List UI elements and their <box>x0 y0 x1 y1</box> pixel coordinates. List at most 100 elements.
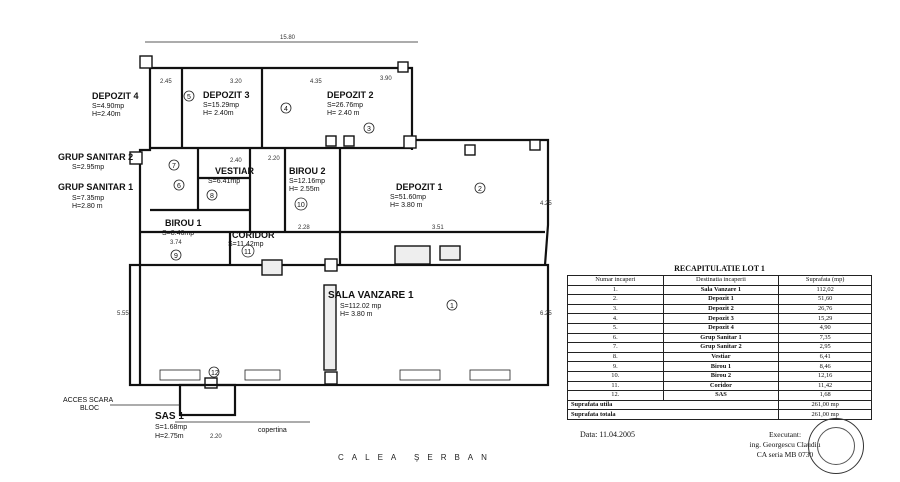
executant-title: Executant: <box>768 430 802 439</box>
svg-text:1: 1 <box>450 303 454 310</box>
row-area: 2,95 <box>778 342 872 353</box>
row-number: 12. <box>567 390 664 401</box>
street-label: CALEA ŞERBAN <box>338 453 495 462</box>
row-number: 2. <box>567 294 664 305</box>
executant-block: Executant: ing. Georgescu Claudiu CA ser… <box>700 430 870 460</box>
copertina-label: copertina <box>258 427 287 434</box>
row-number: 9. <box>567 361 664 372</box>
svg-text:S=2.95mp: S=2.95mp <box>72 164 104 171</box>
row-area: 11,42 <box>778 380 872 392</box>
row-area: 112,02 <box>778 284 872 296</box>
svg-text:S=112.02 mp: S=112.02 mp <box>340 303 381 310</box>
svg-text:BLOC: BLOC <box>80 405 99 412</box>
row-destination: Depozit 1 <box>662 294 780 305</box>
total-value: 261,00 mp <box>778 409 872 420</box>
svg-text:3.51: 3.51 <box>432 225 444 231</box>
executant-name: ing. Georgescu Claudiu <box>749 440 821 449</box>
room-label-grup-sanitar-2: GRUP SANITAR 2 <box>58 152 133 162</box>
svg-text:10: 10 <box>297 202 305 209</box>
room-label-depozit-4: DEPOZIT 4 <box>92 91 139 101</box>
svg-text:5: 5 <box>187 94 191 101</box>
svg-text:12: 12 <box>211 370 219 377</box>
svg-text:H= 3.80 m: H= 3.80 m <box>340 311 373 318</box>
room-label-depozit-3: DEPOZIT 3 <box>203 90 250 100</box>
svg-text:2.45: 2.45 <box>160 79 172 85</box>
svg-text:S=1.68mp: S=1.68mp <box>155 424 187 431</box>
svg-text:S=26.76mp: S=26.76mp <box>327 102 363 109</box>
room-label-birou-2: BIROU 2 <box>289 166 326 176</box>
svg-text:S=7.35mp: S=7.35mp <box>72 195 104 202</box>
total-label: Suprafata totala <box>566 409 780 420</box>
row-destination: Sala Vanzare 1 <box>662 284 780 296</box>
dim-top: 15.80 <box>280 35 296 41</box>
svg-text:2.20: 2.20 <box>210 434 222 440</box>
sas-outline <box>178 383 237 417</box>
row-number: 10. <box>567 370 664 382</box>
svg-text:3.90: 3.90 <box>380 76 392 82</box>
svg-text:4.35: 4.35 <box>310 79 322 85</box>
row-number: 5. <box>567 322 664 334</box>
row-area: 51,60 <box>778 294 872 305</box>
row-area: 15,29 <box>778 313 872 324</box>
svg-text:S=12.16mp: S=12.16mp <box>289 178 325 185</box>
stamp-seal <box>808 418 864 474</box>
svg-text:4: 4 <box>284 106 288 113</box>
row-destination: Vestiar <box>662 351 780 363</box>
recap-title: RECAPITULATIE LOT 1 <box>674 264 765 273</box>
row-destination: Depozit 3 <box>662 313 780 324</box>
sala-vanzare-outline <box>128 263 550 387</box>
svg-text:6.25: 6.25 <box>540 311 552 317</box>
room-label-sas-1: SAS 1 <box>155 411 184 422</box>
col-header-numar: Numar incaperi <box>567 275 664 286</box>
svg-text:5.55: 5.55 <box>117 311 129 317</box>
col-header-destinatia: Destinatia incaperii <box>662 275 780 286</box>
row-destination: SAS <box>662 390 780 401</box>
north-wall <box>150 66 414 150</box>
svg-text:H=2.40m: H=2.40m <box>92 111 121 118</box>
svg-text:S=15.29mp: S=15.29mp <box>203 102 239 109</box>
svg-text:S=11.42mp: S=11.42mp <box>228 241 264 248</box>
svg-text:2.20: 2.20 <box>268 156 280 162</box>
row-area: 26,76 <box>778 303 872 315</box>
date-label: Data: 11.04.2005 <box>580 430 636 439</box>
svg-text:8: 8 <box>210 193 214 200</box>
room-label-grup-sanitar-1: GRUP SANITAR 1 <box>58 182 133 192</box>
row-area: 12,16 <box>778 370 872 382</box>
row-number: 4. <box>567 313 664 324</box>
svg-text:9: 9 <box>174 253 178 260</box>
executant-ca: CA seria MB 0730 <box>756 450 814 459</box>
row-destination: Grup Sanitar 1 <box>662 332 780 344</box>
row-destination: Grup Sanitar 2 <box>662 342 780 353</box>
svg-text:H= 3.80 m: H= 3.80 m <box>390 202 423 209</box>
svg-text:2.28: 2.28 <box>298 225 310 231</box>
svg-text:H=2.75m: H=2.75m <box>155 433 184 440</box>
svg-text:H= 2.40m: H= 2.40m <box>203 110 234 117</box>
total-value: 261,00 mp <box>778 399 872 411</box>
room-label-sala-vanzare-1: SALA VANZARE 1 <box>328 290 414 301</box>
row-number: 11. <box>567 380 664 392</box>
room-label-vestiar: VESTIAR <box>215 166 255 176</box>
east-upper-wall <box>412 138 550 266</box>
row-destination: Coridor <box>662 380 780 392</box>
row-number: 6. <box>567 332 664 344</box>
svg-text:11: 11 <box>244 249 251 256</box>
svg-text:3.74: 3.74 <box>170 240 182 246</box>
acces-scara-label: ACCES SCARA <box>63 397 114 404</box>
svg-text:4.25: 4.25 <box>540 201 552 207</box>
row-area: 1,68 <box>778 390 872 401</box>
row-number: 8. <box>567 351 664 363</box>
row-destination: Birou 1 <box>662 361 780 372</box>
row-area: 7,35 <box>778 332 872 344</box>
svg-text:2.40: 2.40 <box>230 158 242 164</box>
